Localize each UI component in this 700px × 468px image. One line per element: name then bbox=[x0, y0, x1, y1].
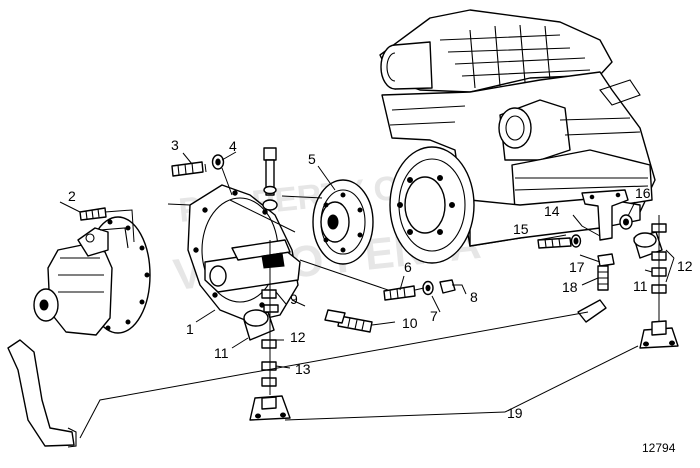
transmission bbox=[33, 216, 151, 336]
callout-3: 3 bbox=[171, 137, 179, 153]
bolt-2 bbox=[79, 207, 107, 221]
callout-18: 18 bbox=[562, 279, 578, 295]
callout-12-rear: 12 bbox=[677, 258, 693, 274]
callout-9: 9 bbox=[290, 291, 298, 307]
callout-13: 13 bbox=[295, 361, 311, 377]
bolt-6 bbox=[383, 285, 416, 301]
callout-14: 14 bbox=[544, 203, 560, 219]
callout-17: 17 bbox=[569, 259, 585, 275]
hose-fitting-right bbox=[577, 299, 607, 323]
callout-10: 10 bbox=[402, 315, 418, 331]
callout-11-front: 11 bbox=[214, 345, 229, 361]
flexplate-coupling bbox=[312, 179, 374, 265]
front-mount-stack bbox=[243, 147, 291, 421]
figure-reference-number: 12794 bbox=[642, 441, 676, 455]
callout-11-rear: 11 bbox=[633, 278, 648, 294]
callout-12-front: 12 bbox=[290, 329, 306, 345]
rear-mount-bracket bbox=[537, 189, 633, 291]
callout-1: 1 bbox=[186, 321, 194, 337]
callout-8: 8 bbox=[470, 289, 478, 305]
bolt-3 bbox=[171, 161, 204, 177]
engine-flywheel bbox=[389, 146, 475, 264]
bolt-10 bbox=[324, 309, 373, 333]
callout-7: 7 bbox=[430, 308, 438, 324]
callout-15: 15 bbox=[513, 221, 529, 237]
nut-8 bbox=[439, 279, 456, 294]
callout-16: 16 bbox=[635, 185, 651, 201]
washer-7 bbox=[422, 280, 434, 296]
callout-4: 4 bbox=[229, 138, 237, 154]
callout-5: 5 bbox=[308, 151, 316, 167]
callout-numbers: 1 2 3 4 5 6 7 8 9 10 11 11 12 12 13 14 1… bbox=[68, 137, 693, 421]
cooling-hose bbox=[7, 339, 77, 448]
washer-4 bbox=[211, 154, 225, 170]
callout-2: 2 bbox=[68, 188, 76, 204]
callout-6: 6 bbox=[404, 259, 412, 275]
leader-lines bbox=[59, 151, 675, 439]
rear-mount-stack bbox=[633, 215, 679, 349]
callout-19: 19 bbox=[507, 405, 523, 421]
